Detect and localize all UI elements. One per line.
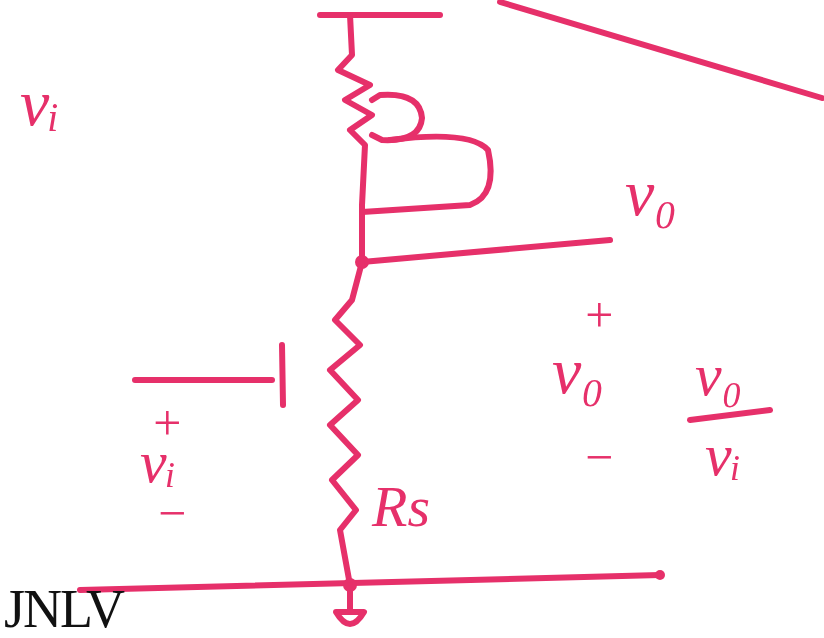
polarity-mark: − — [155, 488, 189, 538]
supply-rail — [320, 12, 440, 18]
output-wire — [362, 240, 610, 262]
input-wire — [135, 377, 272, 383]
gate-tie — [362, 137, 491, 212]
load-device — [338, 15, 372, 262]
leader-line — [500, 2, 822, 98]
signal-name: v₀ — [625, 160, 677, 226]
signal-name: vᵢ — [705, 425, 741, 485]
signal-name: vᵢ — [20, 70, 60, 136]
polarity-mark: + — [582, 290, 616, 340]
logo-text: JNLV — [4, 582, 123, 636]
component-label: Rs — [372, 478, 430, 536]
resistor-symbol — [330, 262, 362, 585]
terminal-dot — [655, 570, 665, 580]
signal-name: v₀ — [695, 345, 743, 405]
gate-plate — [282, 345, 283, 405]
signal-name: v₀ — [552, 338, 604, 404]
ground-rail — [80, 575, 660, 590]
signal-name: vᵢ — [140, 432, 176, 492]
fraction-bar — [690, 410, 770, 420]
polarity-mark: − — [582, 432, 616, 482]
ground-symbol — [336, 585, 364, 624]
transistor-symbol — [372, 95, 422, 140]
